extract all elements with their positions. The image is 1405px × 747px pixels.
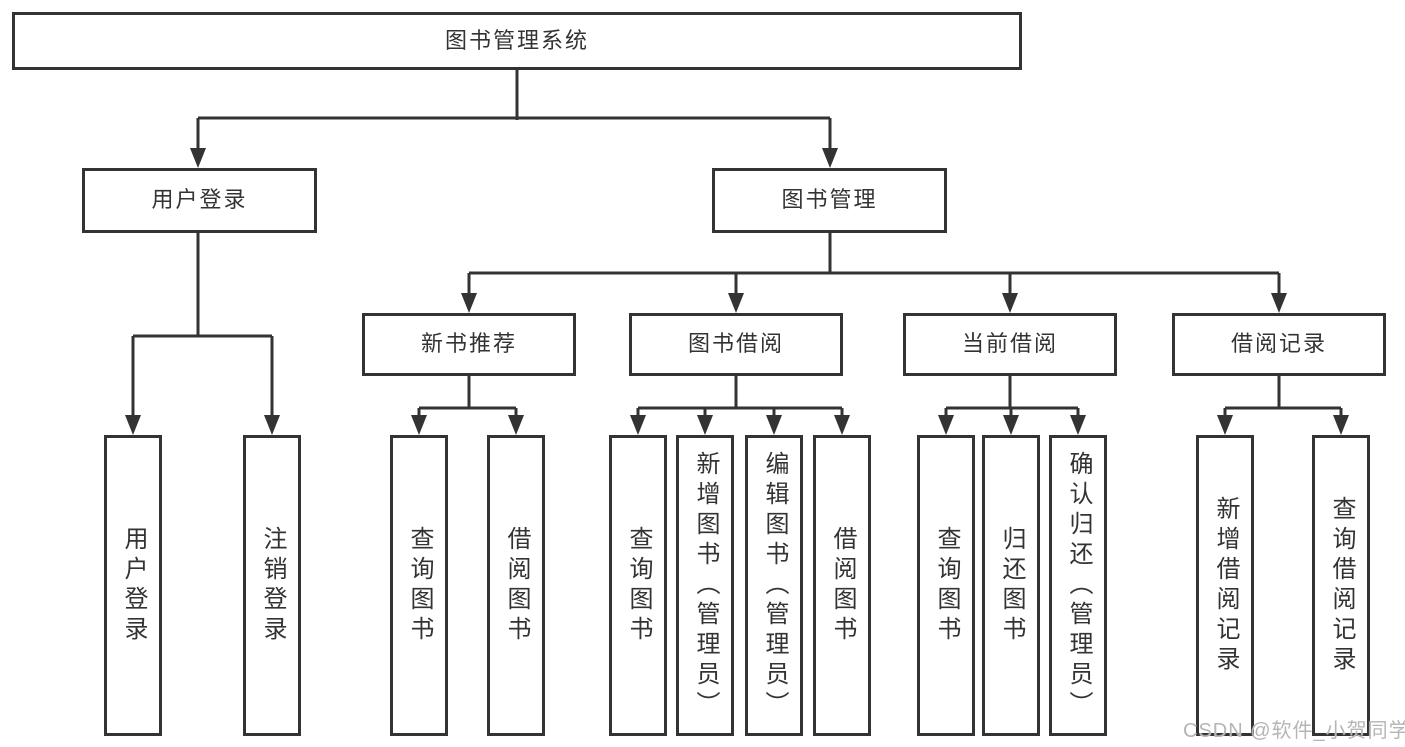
- leaf-add-borrow-record: 新增借阅记录: [1196, 435, 1254, 736]
- node-book-management: 图书管理: [712, 168, 947, 233]
- leaf-query-books-recommend: 查询图书: [390, 435, 448, 736]
- leaf-query-borrow-record: 查询借阅记录: [1312, 435, 1370, 736]
- node-borrowing-records: 借阅记录: [1172, 313, 1386, 376]
- leaf-confirm-return-admin: 确认归还（管理员）: [1049, 435, 1107, 736]
- node-book-management-system: 图书管理系统: [12, 12, 1022, 70]
- node-user-login: 用户登录: [82, 168, 317, 233]
- leaf-edit-books-admin: 编辑图书（管理员）: [745, 435, 803, 736]
- leaf-borrow-books: 借阅图书: [813, 435, 871, 736]
- leaf-return-books: 归还图书: [982, 435, 1040, 736]
- csdn-watermark: CSDN @软件_小贺同学: [1183, 720, 1405, 742]
- leaf-logout: 注销登录: [243, 435, 301, 736]
- leaf-query-books-borrowing: 查询图书: [609, 435, 667, 736]
- node-book-borrowing: 图书借阅: [629, 313, 843, 376]
- node-current-borrowing: 当前借阅: [903, 313, 1117, 376]
- leaf-user-login: 用户登录: [104, 435, 162, 736]
- leaf-borrow-books-recommend: 借阅图书: [487, 435, 545, 736]
- leaf-add-books-admin: 新增图书（管理员）: [676, 435, 734, 736]
- leaf-query-books-current: 查询图书: [917, 435, 975, 736]
- node-new-book-recommend: 新书推荐: [362, 313, 576, 376]
